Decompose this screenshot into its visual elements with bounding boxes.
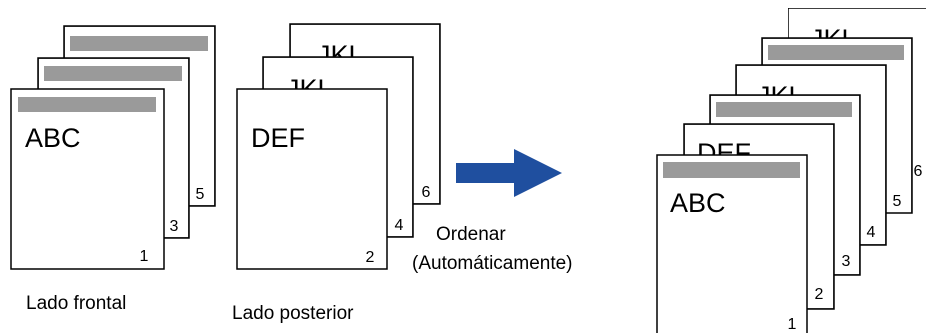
page-number-6: 6 (914, 163, 923, 180)
header-bar (716, 102, 852, 117)
header-bar (18, 97, 156, 112)
back-page-2: DEF 2 (236, 88, 388, 270)
page-number-2: 2 (815, 286, 824, 303)
page-number-3: 3 (170, 218, 179, 235)
page-text: ABC (670, 188, 726, 218)
header-bar (44, 66, 182, 81)
header-bar (663, 162, 800, 178)
page-number-5: 5 (196, 186, 205, 203)
result-page-1: ABC 1 (656, 154, 808, 333)
page-number-1: 1 (788, 316, 797, 333)
front-side-stack: 5 3 ABC 1 (10, 25, 216, 270)
action-label-line2: (Automáticamente) (412, 253, 573, 274)
back-side-stack: JKL 6 JKL 4 DEF 2 (236, 23, 441, 270)
page-number-3: 3 (842, 253, 851, 270)
page-number-5: 5 (893, 193, 902, 210)
right-arrow-icon (456, 149, 562, 197)
front-side-caption: Lado frontal (26, 293, 126, 314)
page-text: DEF (251, 123, 305, 153)
page-number-1: 1 (140, 248, 149, 265)
front-page-1: ABC 1 (10, 88, 165, 270)
result-stack: JKL 6 5 JKL 4 3 DEF 2 (656, 8, 926, 333)
page-number-4: 4 (867, 224, 876, 241)
action-label-line1: Ordenar (436, 224, 506, 245)
page-text: ABC (25, 123, 81, 153)
page-number-2: 2 (366, 249, 375, 266)
back-side-caption: Lado posterior (232, 303, 354, 324)
header-bar (768, 45, 904, 60)
header-bar (70, 36, 208, 51)
page-number-6: 6 (422, 184, 431, 201)
page-number-4: 4 (395, 217, 404, 234)
